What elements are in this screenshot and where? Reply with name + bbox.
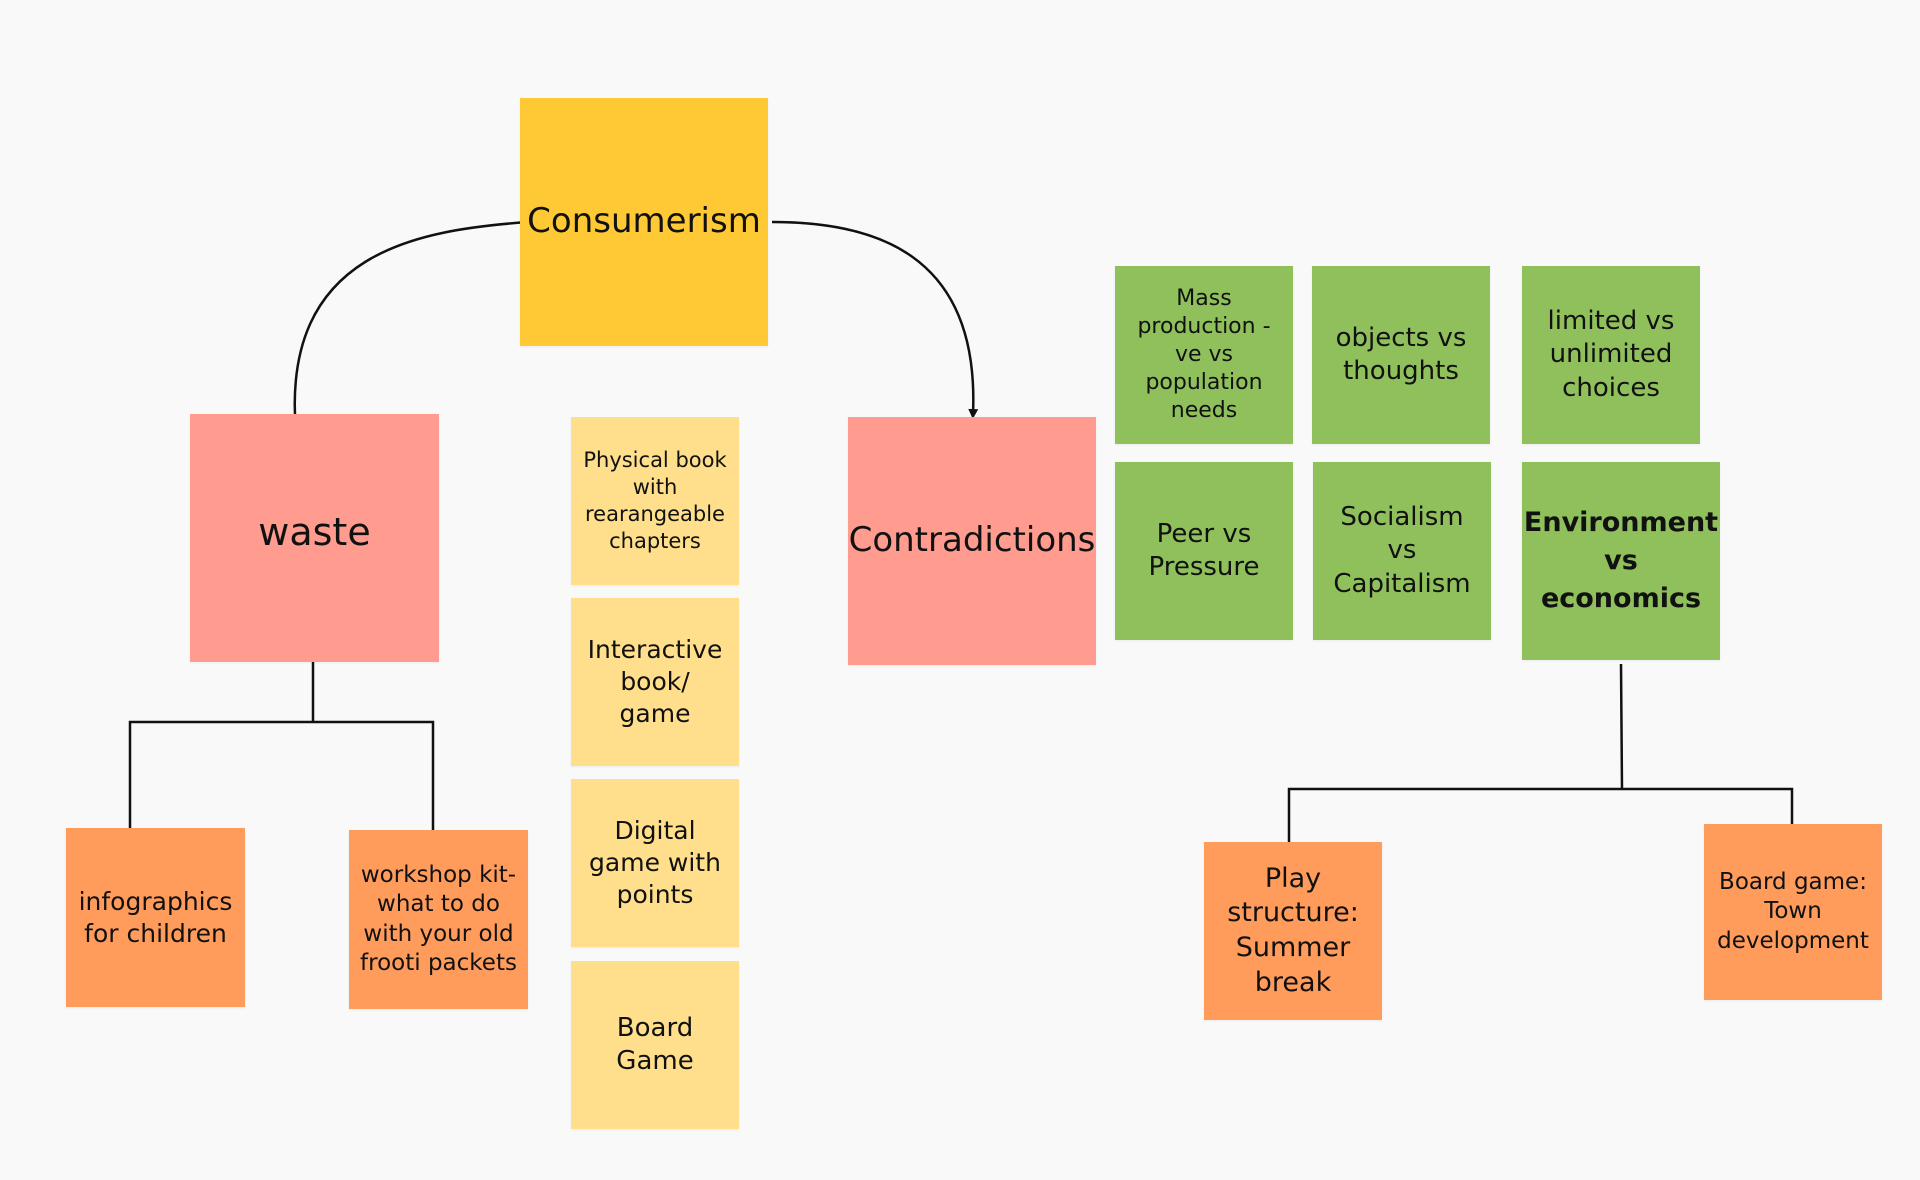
environment-outcome-play-structure[interactable]: Play structure: Summer break — [1204, 842, 1382, 1020]
idea-sticky-physical-book[interactable]: Physical book with rearangeable chapters — [571, 417, 739, 585]
waste-child-workshop-kit[interactable]: workshop kit- what to do with your old f… — [349, 830, 528, 1009]
sticky-label: Interactive book/ game — [587, 635, 723, 728]
sticky-label: Board game: Town development — [1717, 868, 1869, 954]
sticky-label: infographics for children — [78, 886, 233, 948]
idea-sticky-interactive-book[interactable]: Interactive book/ game — [571, 598, 739, 766]
root-node-label: Consumerism — [527, 201, 761, 242]
sticky-label: Environment vs economics — [1523, 507, 1719, 614]
sticky-label: workshop kit- what to do with your old f… — [360, 861, 517, 976]
waste-tree-branch — [128, 720, 435, 830]
category-node-contradictions[interactable]: Contradictions — [848, 417, 1096, 665]
idea-sticky-digital-game[interactable]: Digital game with points — [571, 779, 739, 947]
sticky-label: Play structure: Summer break — [1227, 862, 1359, 998]
contradiction-sticky-limited-choices[interactable]: limited vs unlimited choices — [1522, 266, 1700, 444]
contradiction-sticky-mass-production[interactable]: Mass production -ve vs population needs — [1115, 266, 1293, 444]
arrow-root-to-contradictions — [771, 220, 979, 419]
sticky-label: limited vs unlimited choices — [1547, 306, 1675, 403]
sticky-label: Physical book with rearangeable chapters — [583, 448, 727, 553]
category-node-waste[interactable]: waste — [190, 414, 439, 662]
sticky-label: Digital game with points — [589, 816, 721, 909]
category-node-label: Contradictions — [848, 520, 1096, 561]
root-node-consumerism[interactable]: Consumerism — [520, 98, 768, 346]
environment-outcome-board-game[interactable]: Board game: Town development — [1704, 824, 1882, 1000]
contradiction-sticky-environment-economics[interactable]: Environment vs economics — [1522, 462, 1720, 660]
contradiction-sticky-socialism-capitalism[interactable]: Socialism vs Capitalism — [1313, 462, 1491, 640]
waste-child-infographics[interactable]: infographics for children — [66, 828, 245, 1007]
contradiction-sticky-objects-thoughts[interactable]: objects vs thoughts — [1312, 266, 1490, 444]
arrow-root-to-waste — [290, 220, 529, 437]
category-node-label: waste — [258, 509, 371, 554]
sticky-label: objects vs thoughts — [1335, 322, 1467, 386]
sticky-label: Socialism vs Capitalism — [1333, 502, 1471, 599]
environment-tree-connector — [1619, 663, 1624, 790]
sticky-label: Peer vs Pressure — [1148, 518, 1260, 582]
idea-sticky-board-game[interactable]: Board Game — [571, 961, 739, 1129]
contradiction-sticky-peer-pressure[interactable]: Peer vs Pressure — [1115, 462, 1293, 640]
sticky-label: Board Game — [616, 1012, 694, 1076]
sticky-label: Mass production -ve vs population needs — [1137, 285, 1271, 424]
